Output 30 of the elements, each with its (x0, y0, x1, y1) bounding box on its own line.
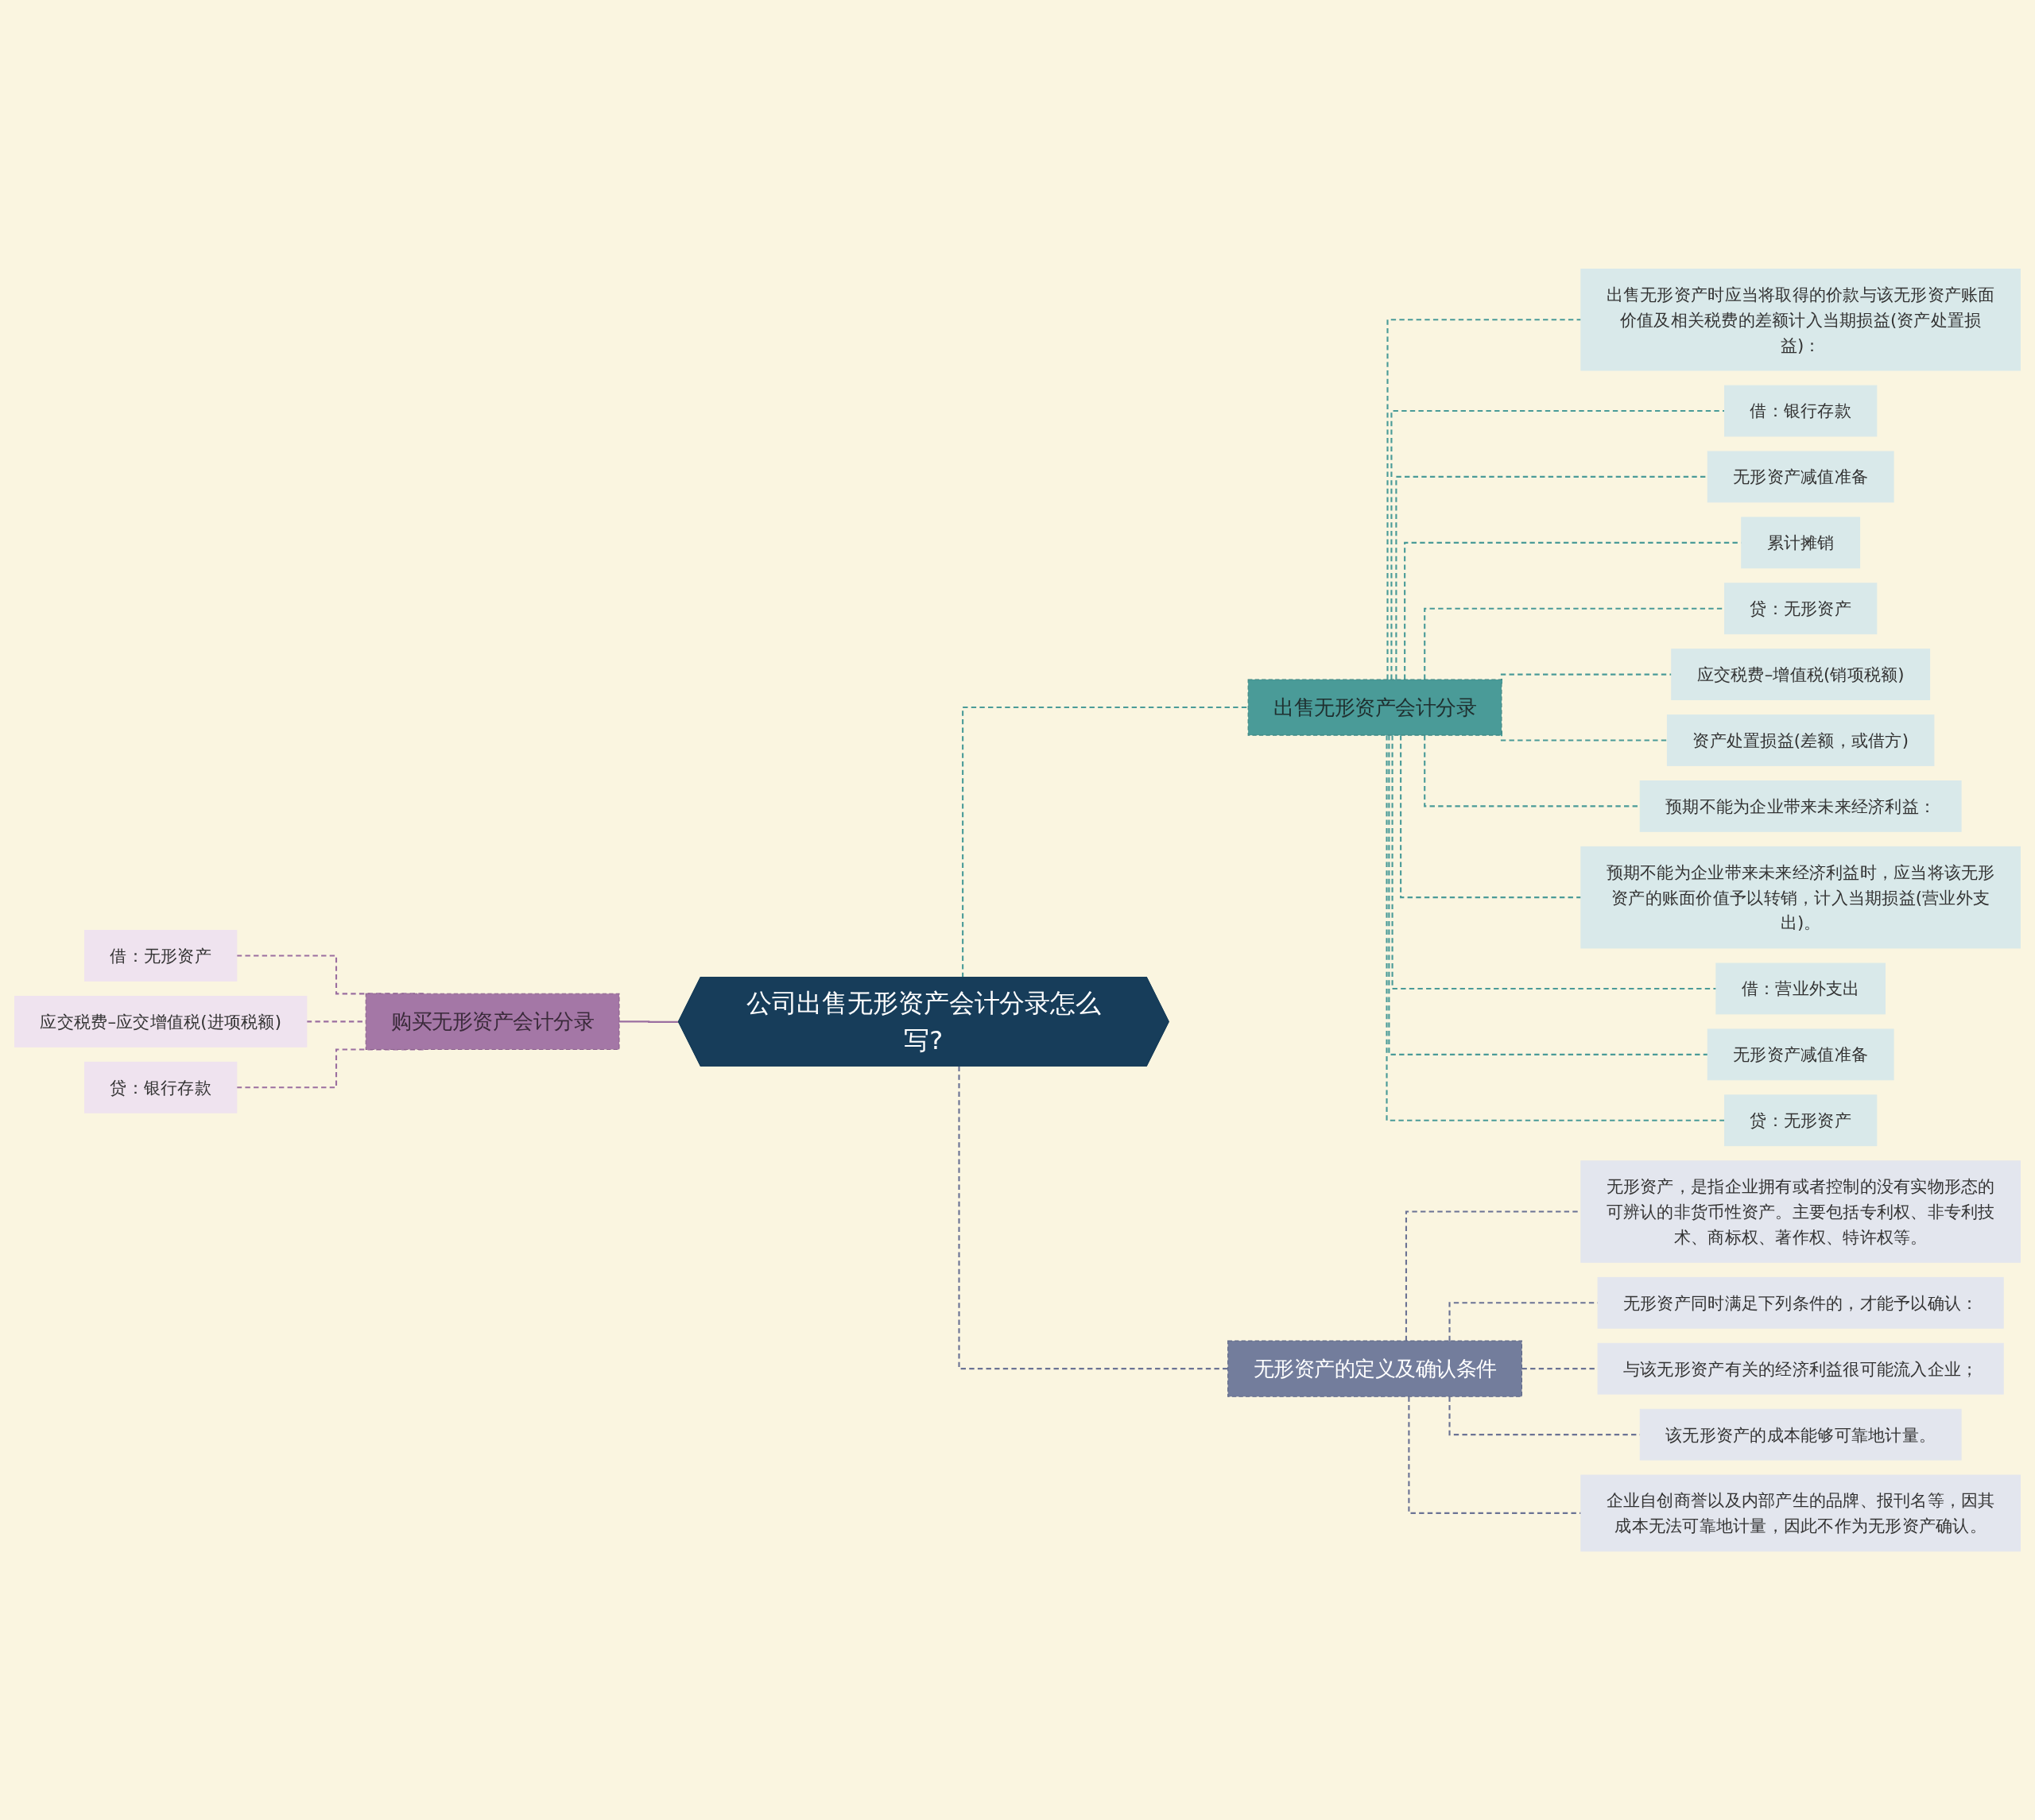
node-box: 该无形资产的成本能够可靠地计量。 (1639, 1408, 1962, 1461)
node-box: 借：无形资产 (84, 929, 238, 982)
connector (1386, 735, 1725, 1121)
node-box: 无形资产同时满足下列条件的，才能予以确认： (1597, 1276, 2004, 1329)
node-box: 贷：无形资产 (1724, 1094, 1878, 1147)
connector (1400, 735, 1581, 899)
node-box: 资产处置损益(差额，或借方) (1666, 714, 1935, 766)
node-box: 出售无形资产会计分录 (1247, 679, 1502, 736)
node-box: 出售无形资产时应当将取得的价款与该无形资产账面价值及相关税费的差额计入当期损益(资产处置损益)： (1580, 268, 2021, 371)
connector (1386, 319, 1581, 680)
node-box: 累计摊销 (1741, 517, 1861, 569)
node-box: 应交税费–应交增值税(进项税额) (14, 995, 308, 1047)
connector (1391, 735, 1716, 989)
node-box: 无形资产减值准备 (1707, 451, 1894, 503)
node-box: 企业自创商誉以及内部产生的品牌、报刊名等，因其成本无法可靠地计量，因此不作为无形资产确认。 (1580, 1474, 2021, 1552)
node-box: 无形资产减值准备 (1707, 1028, 1894, 1081)
connector (1390, 409, 1725, 680)
node-box: 借：营业外支出 (1715, 962, 1886, 1015)
connector (1388, 735, 1708, 1055)
node-box: 贷：银行存款 (84, 1061, 238, 1113)
node-box: 应交税费–增值税(销项税额) (1671, 649, 1931, 700)
connector (962, 706, 1249, 978)
node-box: 无形资产的定义及确认条件 (1227, 1340, 1522, 1397)
node-box: 无形资产，是指企业拥有或者控制的没有实物形态的可辨认的非货币性资产。主要包括专利权、非专利技术、商标权、著作权、特许权等。 (1580, 1160, 2021, 1263)
connector (958, 1066, 1228, 1370)
node-box: 借：银行存款 (1724, 385, 1878, 437)
node-box: 贷：无形资产 (1724, 583, 1878, 634)
node-box: 预期不能为企业带来未来经济利益： (1639, 780, 1962, 832)
node-box: 预期不能为企业带来未来经济利益时，应当将该无形资产的账面价值予以转销，计入当期损益(营业外支出)。 (1580, 846, 2021, 949)
node-box: 购买无形资产会计分录 (365, 993, 620, 1050)
